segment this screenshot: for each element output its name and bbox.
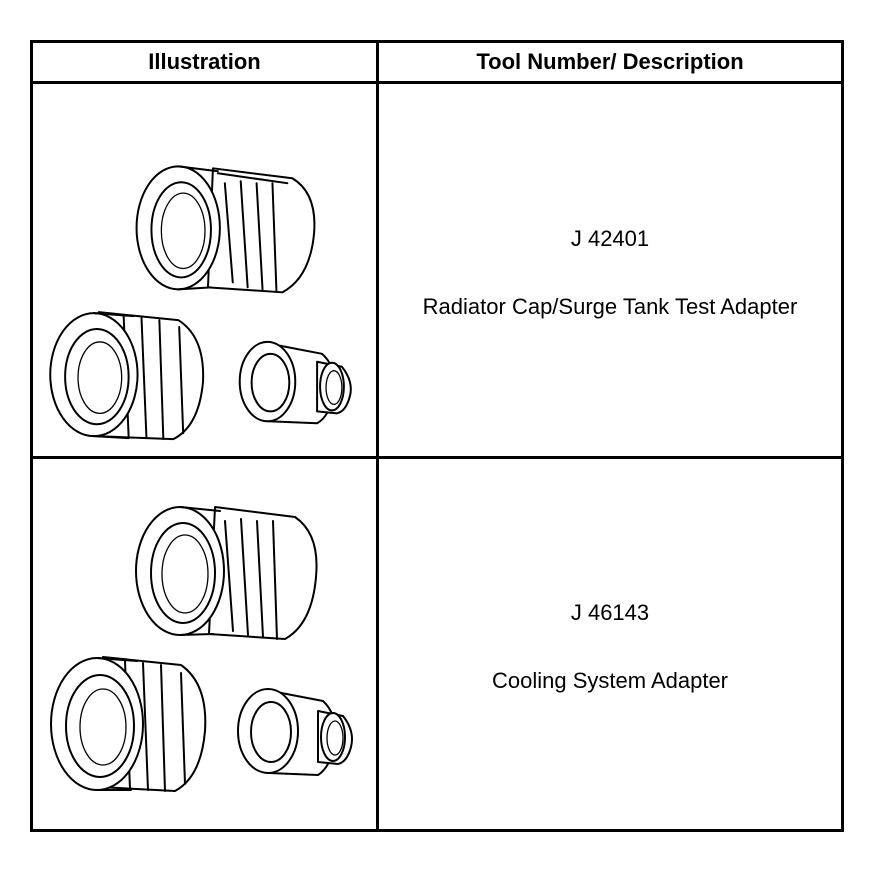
tool-number: J 42401: [570, 226, 650, 251]
header-tool-description: Tool Number/ Description: [476, 49, 744, 74]
tool-table: Illustration Tool Number/ Description: [30, 40, 844, 832]
large-adapter-drawing: [135, 165, 316, 294]
table-row: J 46143 Cooling System Adapter: [33, 459, 841, 829]
tool-description: Cooling System Adapter: [491, 668, 729, 693]
table-header-row: Illustration Tool Number/ Description: [33, 43, 841, 84]
column-divider: [376, 459, 379, 829]
tool-number: J 46143: [570, 600, 650, 625]
description-cell: J 42401 Radiator Cap/Surge Tank Test Ada…: [379, 84, 841, 456]
table-row: J 42401 Radiator Cap/Surge Tank Test Ada…: [33, 84, 841, 459]
header-cell-tool: Tool Number/ Description: [379, 43, 841, 81]
large-adapter-drawing: [135, 506, 318, 640]
adapter-set-illustration: [49, 165, 352, 441]
illustration-cell: [33, 84, 376, 456]
column-divider: [376, 43, 379, 81]
adapter-set-illustration: [50, 506, 353, 792]
small-adapter-drawing: [237, 688, 353, 776]
description-cell: J 46143 Cooling System Adapter: [379, 459, 841, 829]
header-cell-illustration: Illustration: [33, 43, 376, 81]
header-illustration: Illustration: [148, 49, 261, 74]
cap-adapter-drawing: [50, 656, 207, 792]
tool-description: Radiator Cap/Surge Tank Test Adapter: [422, 294, 798, 319]
column-divider: [376, 84, 379, 456]
small-adapter-drawing: [238, 340, 352, 425]
illustration-cell: [33, 459, 376, 829]
cap-adapter-drawing: [49, 311, 205, 441]
